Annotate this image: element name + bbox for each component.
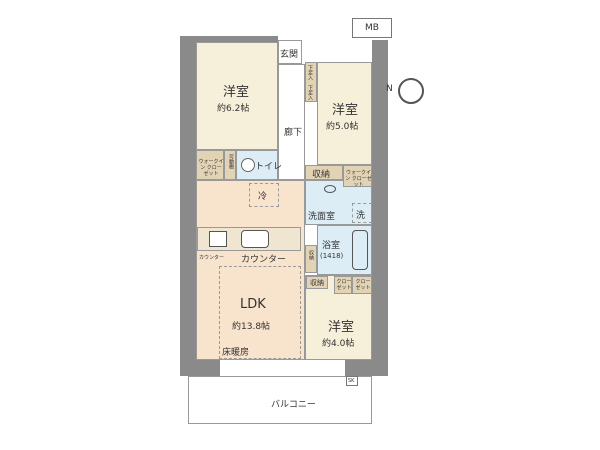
wall-left [180,40,196,370]
entrance: 玄関 [278,40,302,64]
ldk: 冷 カウンター カウンター LDK 約13.8帖 床暖房 [196,180,305,360]
fridge-space: 冷 [249,183,279,207]
washbasin-icon [324,185,336,193]
storage-1: 収納 [305,165,343,180]
closet-1: クローゼット [334,276,352,294]
toilet: トイレ [236,150,282,180]
closet-2: クローゼット [352,276,372,294]
balcony: バルコニー [188,376,372,424]
wall-bottom-left [180,358,220,376]
floor-heating-area: LDK 約13.8帖 床暖房 [219,266,301,359]
north-label: N [386,84,393,94]
room-western-3: 収納 クローゼット クローゼット 洋室 約4.0帖 [305,275,372,360]
movable-shelf: 可動棚 [224,150,236,180]
wall-top [180,36,278,42]
bathtub-icon [352,230,368,270]
room-western-1: 洋室 約6.2帖 [196,42,278,150]
wall-right [372,40,388,370]
washroom: 洗面室 洗 [305,180,372,225]
room-western-2: 洋室 約5.0帖 [317,62,372,165]
toilet-icon [241,158,255,172]
mb-box: MB [352,18,392,38]
bathroom: 浴室 (1418) [317,225,372,275]
hallway: 廊下 [278,64,305,180]
stove-icon [209,231,227,247]
storage-2: 収納 [305,245,317,273]
sk-box: SK [346,376,358,386]
walk-in-closet-1: ウォークイン クローゼット [196,150,224,180]
wall-bottom-right [345,358,388,376]
washer-space: 洗 [352,203,372,223]
sink-icon [241,230,269,248]
storage-3: 収納 [306,276,328,289]
compass-icon [398,78,424,104]
shoe-cabinet: 下足入下足入 [305,62,317,102]
walk-in-closet-2: ウォークイン クローゼット [343,165,372,188]
